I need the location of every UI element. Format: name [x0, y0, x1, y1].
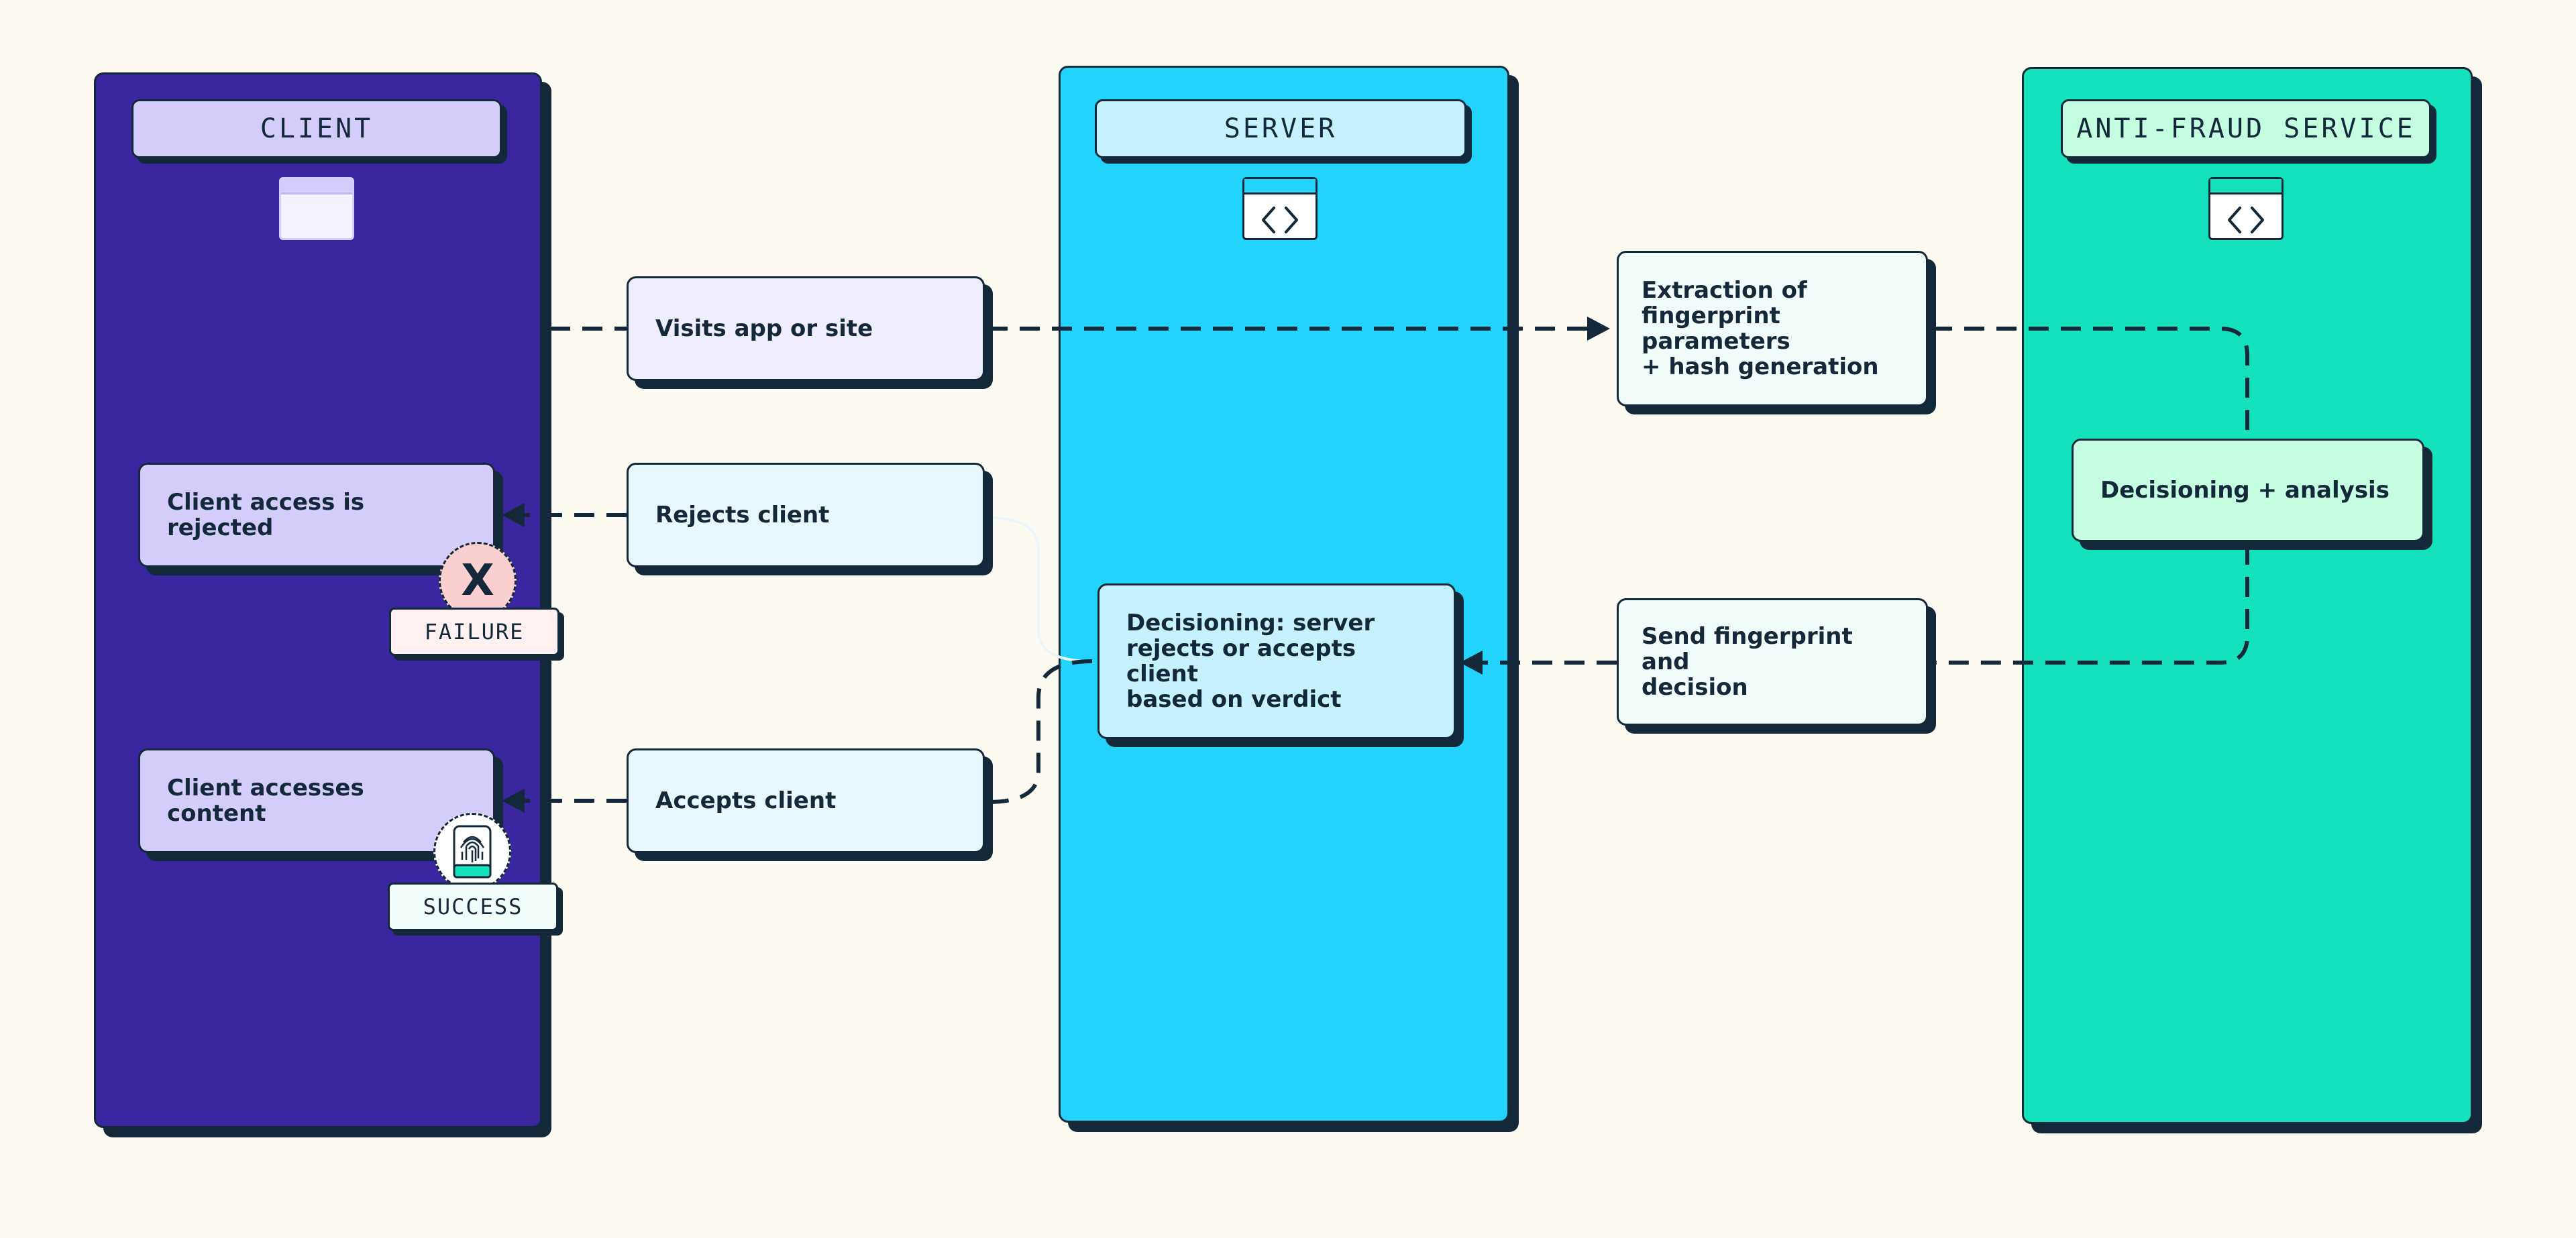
code-brackets-icon — [2228, 207, 2264, 233]
client-lane-title: CLIENT — [131, 99, 502, 158]
server-code-window-icon — [1242, 177, 1318, 240]
arrow-into-extraction — [1587, 317, 1610, 341]
antifraud-lane-title: ANTI-FRAUD SERVICE — [2061, 99, 2431, 158]
failure-tag: FAILURE — [389, 608, 559, 656]
success-badge — [433, 813, 511, 891]
accepts-client-card: Accepts client — [627, 748, 985, 853]
x-mark-icon: X — [461, 556, 494, 606]
decisioning-analysis-card: Decisioning + analysis — [2072, 439, 2424, 542]
visits-app-card: Visits app or site — [627, 276, 985, 381]
extraction-card: Extraction of fingerprint parameters + h… — [1617, 251, 1928, 406]
client-accesses-card: Client accesses content — [138, 748, 495, 853]
success-tag: SUCCESS — [388, 883, 558, 931]
client-rejected-card: Client access is rejected — [138, 463, 495, 567]
fingerprint-icon — [453, 825, 492, 879]
browser-window-icon — [279, 177, 354, 240]
send-fingerprint-card: Send fingerprint and decision — [1617, 598, 1928, 726]
antifraud-code-window-icon — [2208, 177, 2284, 240]
server-decisioning-card: Decisioning: server rejects or accepts c… — [1097, 583, 1456, 739]
rejects-client-card: Rejects client — [627, 463, 985, 567]
failure-badge: X — [439, 542, 517, 620]
code-brackets-icon — [1262, 207, 1298, 233]
server-lane-title: SERVER — [1095, 99, 1466, 158]
